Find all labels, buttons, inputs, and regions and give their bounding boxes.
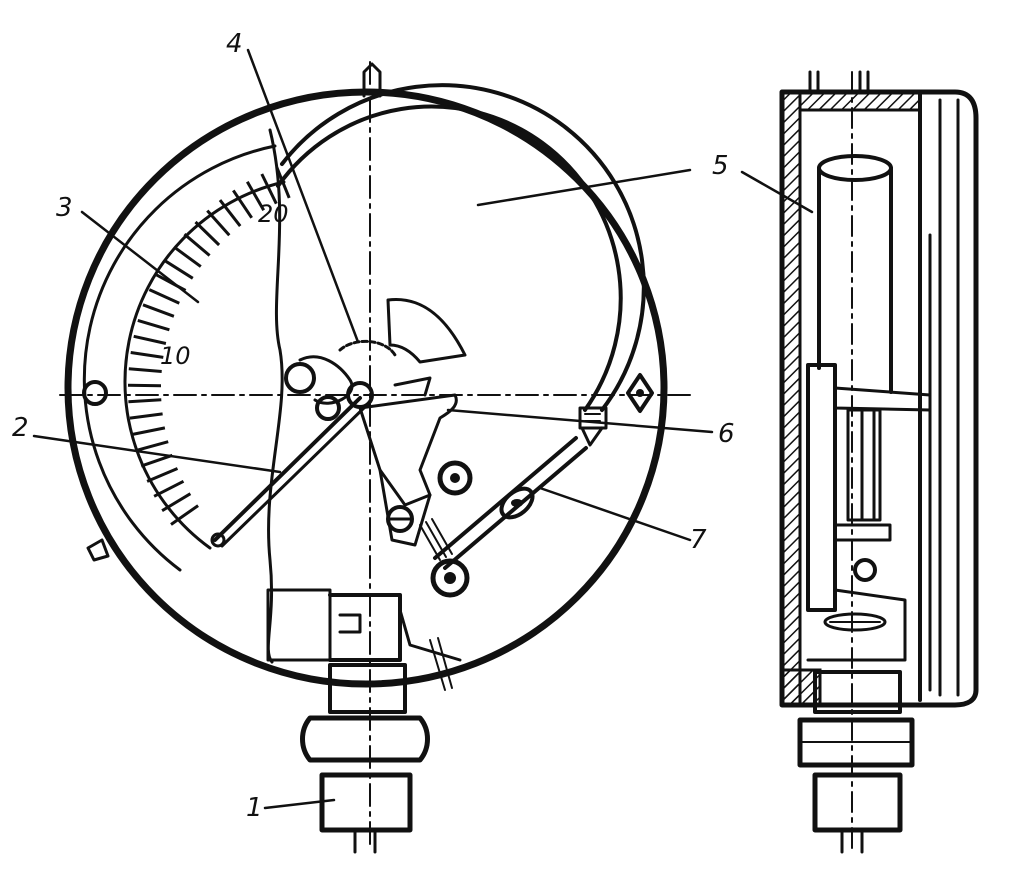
leader-lines-front — [32, 48, 714, 810]
front-view — [32, 48, 714, 854]
socket-block — [266, 588, 462, 691]
lug-bottom-left — [86, 538, 110, 562]
threaded-fitting — [300, 663, 430, 854]
callout-6: 6 — [718, 419, 735, 449]
scale-tick — [164, 259, 194, 280]
gauge-case — [64, 88, 668, 688]
scale-tick — [194, 220, 221, 247]
scale-tick — [161, 492, 192, 512]
scale-label-20: 20 — [258, 200, 289, 228]
scale-tick — [133, 334, 167, 345]
bourdon-tube — [276, 83, 646, 447]
scale-tick — [218, 199, 242, 228]
connecting-link — [430, 436, 588, 598]
leader-line-5-side — [740, 170, 814, 214]
side-case-top — [798, 90, 922, 112]
mounting-lug-right — [626, 373, 654, 413]
callout-1: 1 — [246, 793, 263, 823]
callout-2: 2 — [12, 413, 29, 443]
scale-tick — [135, 440, 169, 452]
scale-tick — [232, 189, 253, 219]
scale-tick — [153, 479, 185, 498]
callout-7: 7 — [690, 525, 707, 555]
top-pin — [362, 62, 382, 98]
callout-4: 4 — [226, 29, 243, 59]
dial-scale — [82, 144, 291, 572]
scale-tick — [148, 288, 180, 305]
scale-tick — [140, 453, 173, 468]
scale-tick — [206, 209, 231, 237]
side-mechanism — [806, 363, 932, 662]
side-fitting — [797, 71, 915, 854]
scale-tick — [142, 303, 175, 318]
pinion-hairspring — [284, 339, 432, 421]
scale-tick — [183, 233, 211, 257]
scale-tick — [260, 173, 278, 205]
scale-tick — [128, 367, 162, 373]
side-case-wall — [780, 90, 802, 707]
callout-3: 3 — [56, 193, 73, 223]
pointer-needle — [210, 396, 370, 548]
side-bourdon-tube — [817, 154, 893, 394]
scale-tick — [173, 245, 202, 268]
scale-ticks — [127, 166, 291, 526]
scale-tick — [128, 398, 162, 404]
scale-tick — [245, 180, 266, 212]
scale-tick — [130, 351, 164, 359]
side-case — [779, 89, 979, 708]
toothed-sector — [358, 297, 473, 561]
side-view — [740, 70, 979, 854]
scale-label-10: 10 — [160, 342, 191, 370]
side-case-bottom — [780, 668, 822, 707]
callout-5: 5 — [712, 151, 729, 181]
scale-tick — [137, 318, 170, 332]
scale-tick — [170, 504, 199, 526]
scale-tick — [132, 426, 166, 436]
scale-tick — [275, 166, 291, 199]
mounting-lug-left — [82, 380, 108, 406]
scale-tick — [129, 412, 163, 420]
scale-tick — [146, 467, 179, 483]
cutaway-edge — [266, 128, 284, 664]
